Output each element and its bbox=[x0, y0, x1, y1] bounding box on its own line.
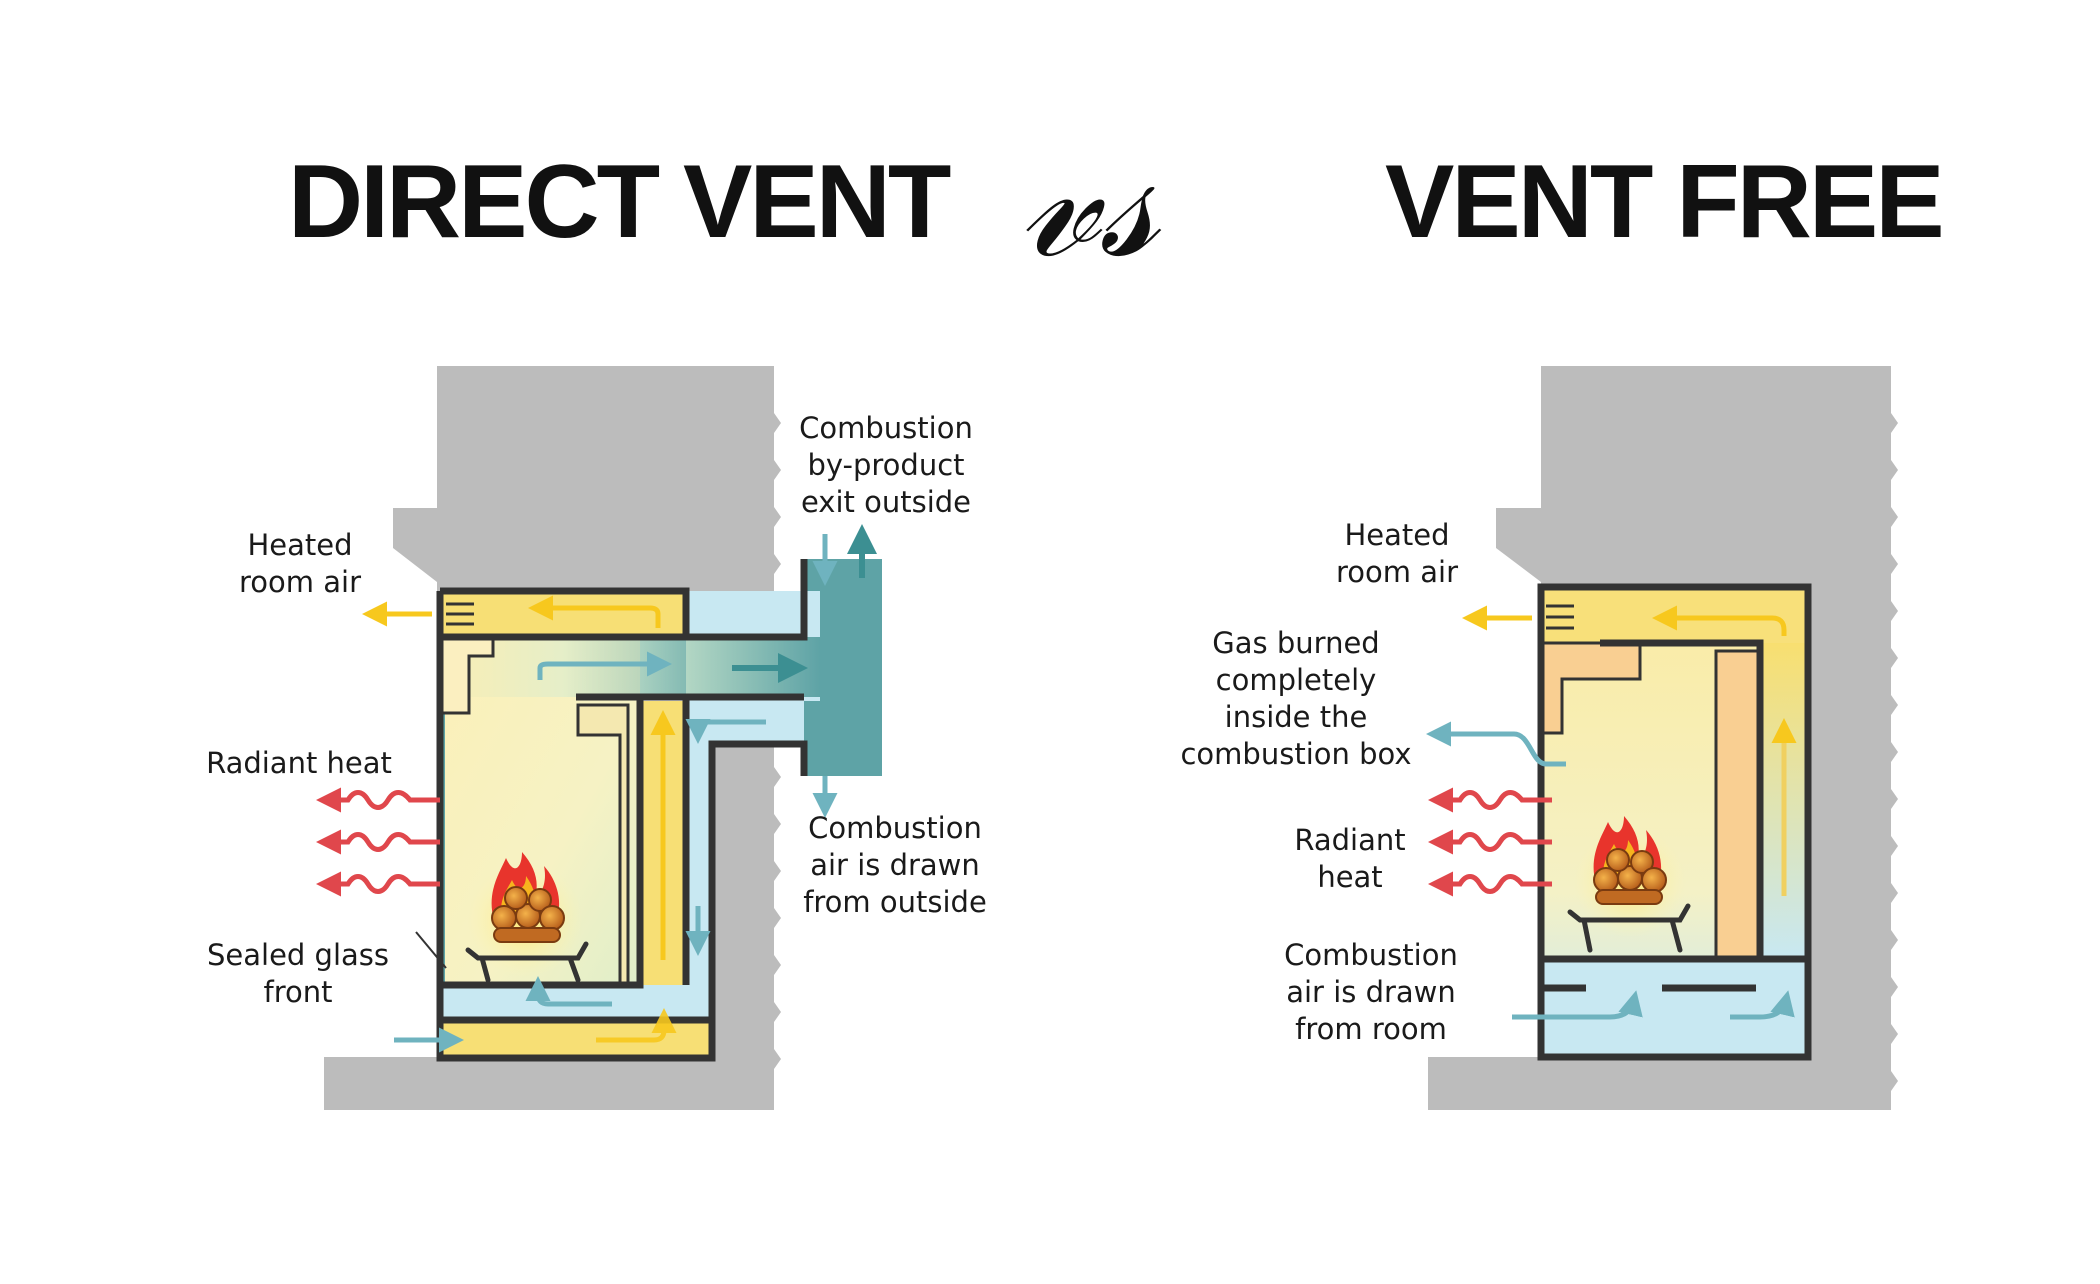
radiant-heat-arrows bbox=[316, 787, 440, 897]
vent-free-diagram bbox=[1426, 366, 1898, 1110]
vf-radiant-heat-arrows bbox=[1428, 787, 1552, 897]
lower-wall bbox=[324, 743, 781, 1110]
direct-vent-diagram bbox=[316, 366, 882, 1110]
heated-air-channel bbox=[440, 591, 686, 637]
dv-heated-room-air-label: Heated room air bbox=[239, 528, 361, 599]
vf-gas-burned-label: Gas burned completely inside the combust… bbox=[1180, 626, 1412, 771]
dv-combustion-air-label: Combustion air is drawn from outside bbox=[803, 811, 987, 919]
vent-free-title: VENT FREE bbox=[1385, 144, 1945, 260]
vent-grill bbox=[446, 602, 474, 626]
fire-logs-icon bbox=[465, 852, 589, 983]
outer-air-channel bbox=[440, 637, 820, 1020]
versus-label: 𝓋𝓈 bbox=[1020, 106, 1158, 293]
vf-vent-grill bbox=[1546, 604, 1574, 630]
vf-heated-room-air-label: Heated room air bbox=[1336, 518, 1458, 589]
glass-leader-line bbox=[415, 931, 447, 969]
vf-radiant-heat-label: Radiant heat bbox=[1294, 823, 1406, 894]
chimney-wall bbox=[393, 366, 781, 592]
dv-sealed-glass-label: Sealed glass front bbox=[206, 938, 389, 1009]
dv-combustion-exit-label: Combustion by-product exit outside bbox=[799, 411, 973, 519]
vf-combustion-air-label: Combustion air is drawn from room bbox=[1284, 938, 1458, 1046]
dv-radiant-heat-label: Radiant heat bbox=[206, 746, 392, 780]
vf-fire-logs-icon bbox=[1567, 816, 1691, 953]
direct-vent-title: DIRECT VENT bbox=[288, 144, 951, 260]
